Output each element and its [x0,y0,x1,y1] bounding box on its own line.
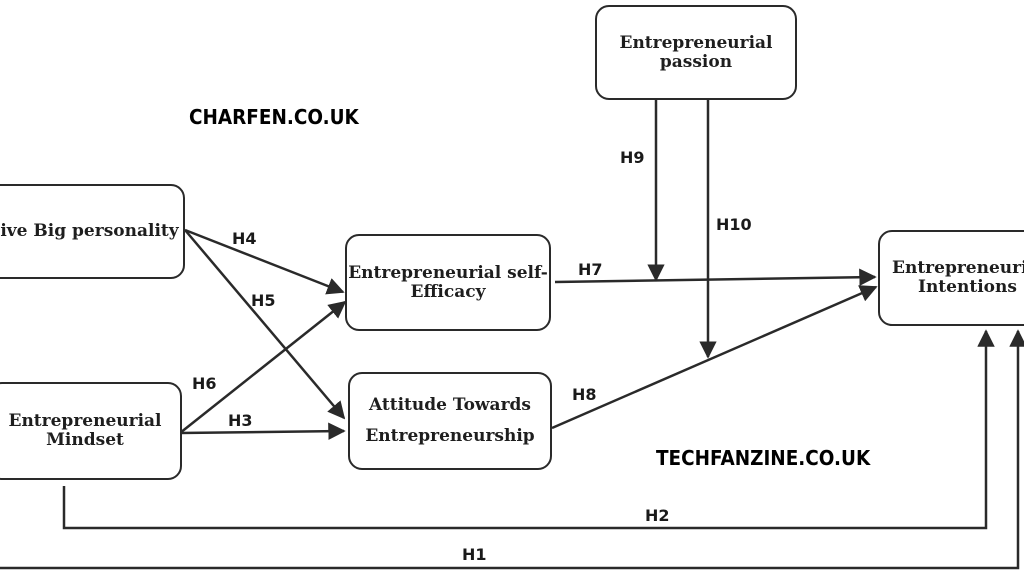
label-h8: H8 [572,385,597,404]
node-attitude-label-2: Entrepreneurship [365,426,535,446]
arrow-h6 [179,300,347,434]
label-h1: H1 [462,545,487,564]
arrow-h2 [62,329,995,530]
node-intentions-label-2: Intentions [918,277,1017,297]
label-h3: H3 [228,411,253,430]
node-entrepreneurial-mindset: Entrepreneurial Mindset [0,382,182,480]
label-h7: H7 [578,260,603,279]
label-h5: H5 [251,291,276,310]
label-h2: H2 [645,506,670,525]
label-h6: H6 [192,374,217,393]
arrow-h4 [184,228,345,295]
node-entrepreneurial-self-efficacy: Entrepreneurial self- Efficacy [345,234,551,331]
arrow-h7 [554,268,877,286]
node-big-five-personality: ive Big personality [0,184,185,279]
arrow-h1 [0,329,1024,570]
node-big-five-label: ive Big personality [0,221,179,241]
node-intentions-label-1: Entrepreneuri [892,258,1024,278]
label-h4: H4 [232,229,257,248]
node-efficacy-label-1: Entrepreneurial self- [348,262,548,283]
node-attitude-towards-entrepreneurship: Attitude Towards Entrepreneurship [348,372,552,470]
arrow-h3 [179,422,346,440]
node-attitude-label-1: Attitude Towards [369,395,531,415]
watermark-charfen: CHARFEN.CO.UK [189,105,359,129]
label-h10: H10 [716,215,752,234]
node-passion-label-2: passion [659,51,733,72]
node-efficacy-label-2: Efficacy [410,281,486,302]
watermark-techfanzine: TECHFANZINE.CO.UK [656,446,871,470]
node-mindset-label-2: Mindset [46,430,124,450]
node-passion-label-1: Entrepreneurial [619,32,773,53]
arrow-h8 [551,285,878,430]
arrow-h5 [184,229,346,420]
label-h9: H9 [620,148,645,167]
node-entrepreneurial-intentions: Entrepreneuri Intentions [878,230,1024,326]
node-entrepreneurial-passion: Entrepreneurial passion [595,5,797,100]
node-mindset-label-1: Entrepreneurial [8,411,162,431]
